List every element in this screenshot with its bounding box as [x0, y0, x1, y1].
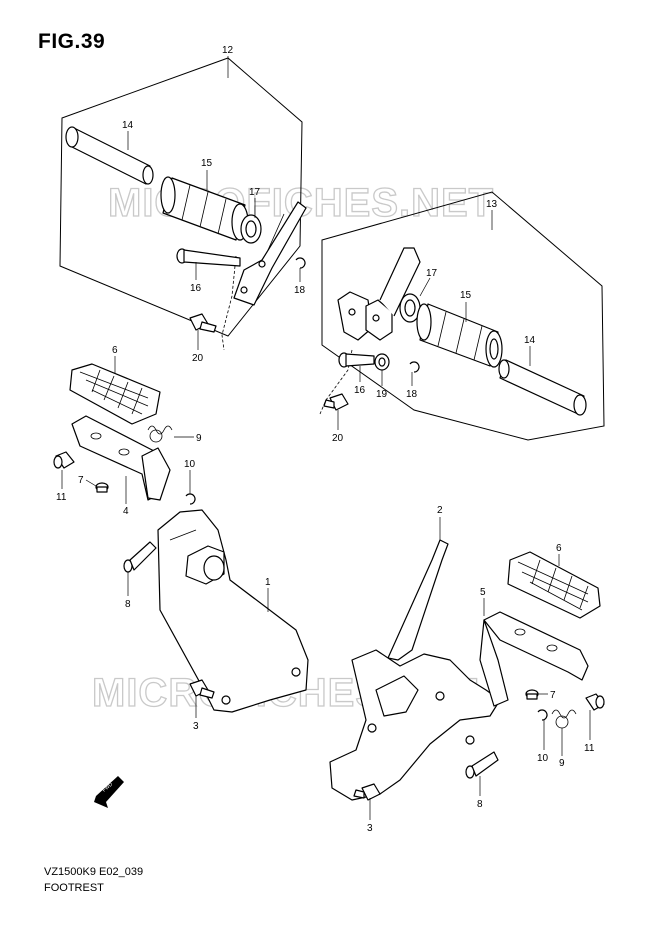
- callout-15-right: 15: [460, 290, 472, 301]
- part-1-bracket-plate-left: [157, 509, 309, 713]
- fwd-arrow-icon: [94, 776, 124, 808]
- part-5-footrest-right: [479, 611, 589, 707]
- callout-20-right: 20: [332, 433, 344, 444]
- callout-19: 19: [376, 389, 388, 400]
- part-11-cap-right: [585, 693, 605, 711]
- callout-labels: 12 14 15 17 16 18 20 13 17 15 14 16 19 1…: [56, 45, 595, 834]
- callout-14-right: 14: [524, 335, 536, 346]
- part-10-clip-right: [537, 709, 548, 721]
- part-4-footrest-left: [71, 415, 171, 501]
- assembly-13-box: [321, 191, 605, 441]
- callout-20: 20: [192, 353, 204, 364]
- assembly-13-bracket: [319, 247, 421, 415]
- callout-11-right: 11: [584, 743, 595, 754]
- callout-2: 2: [437, 505, 443, 516]
- part-14-pin: [65, 126, 154, 185]
- callout-16: 16: [190, 283, 202, 294]
- part-16-clevis-pin: [176, 248, 241, 267]
- callout-16-right: 16: [354, 385, 366, 396]
- callout-3: 3: [193, 721, 199, 732]
- callout-3-right: 3: [367, 823, 373, 834]
- callout-17: 17: [249, 187, 261, 198]
- callout-6: 6: [112, 345, 118, 356]
- callout-9-right: 9: [559, 758, 565, 769]
- callout-12: 12: [222, 45, 234, 56]
- part-14-pin-right: [498, 359, 587, 416]
- callout-15: 15: [201, 158, 213, 169]
- callout-8: 8: [125, 599, 131, 610]
- part-8-pin-left: [123, 541, 157, 573]
- part-16-clevis-pin-right: [338, 352, 375, 368]
- part-9-spring-left: [147, 425, 173, 443]
- part-19-spacer: [374, 353, 390, 371]
- callout-13: 13: [486, 199, 498, 210]
- part-20-bolt-right: [323, 393, 349, 411]
- part-20-bolt-left: [189, 313, 217, 333]
- callout-11: 11: [56, 492, 67, 503]
- footer-section-name: FOOTREST: [44, 882, 104, 894]
- callout-6-right: 6: [556, 543, 562, 554]
- callout-5: 5: [480, 587, 486, 598]
- part-18-clip-right: [409, 361, 420, 373]
- part-2-bracket-right: [329, 539, 501, 801]
- part-7-plug-right: [525, 689, 539, 700]
- part-8-pin-right: [465, 751, 499, 779]
- part-9-spring-right: [551, 709, 577, 729]
- callout-17-right: 17: [426, 268, 438, 279]
- part-6-footrest-rubber-left: [69, 363, 161, 425]
- callout-1: 1: [265, 577, 271, 588]
- callout-9: 9: [196, 433, 202, 444]
- part-3-bolt-right: [353, 783, 381, 801]
- part-17-washer-right: [399, 293, 421, 323]
- callout-14: 14: [122, 120, 134, 131]
- part-6-footrest-rubber-right: [507, 551, 601, 619]
- callout-8-right: 8: [477, 799, 483, 810]
- figure-title: FIG.39: [38, 30, 106, 53]
- part-18-clip: [295, 257, 306, 269]
- callout-4: 4: [123, 506, 129, 517]
- part-11-cap-left: [53, 451, 75, 469]
- callout-7: 7: [78, 475, 84, 486]
- callout-7-right: 7: [550, 690, 556, 701]
- part-10-clip-left: [185, 493, 196, 505]
- callout-18: 18: [294, 285, 306, 296]
- assembly-12-bracket: [221, 201, 307, 351]
- part-15-rubber-right: [416, 303, 503, 368]
- leader-lines: [61, 56, 591, 820]
- part-7-plug-left: [95, 482, 109, 493]
- callout-18-right: 18: [406, 389, 418, 400]
- callout-10-right: 10: [537, 753, 549, 764]
- part-3-bolt-left: [189, 679, 215, 699]
- footer-model-code: VZ1500K9 E02_039: [44, 866, 144, 878]
- callout-10: 10: [184, 459, 196, 470]
- part-17-washer: [240, 214, 262, 244]
